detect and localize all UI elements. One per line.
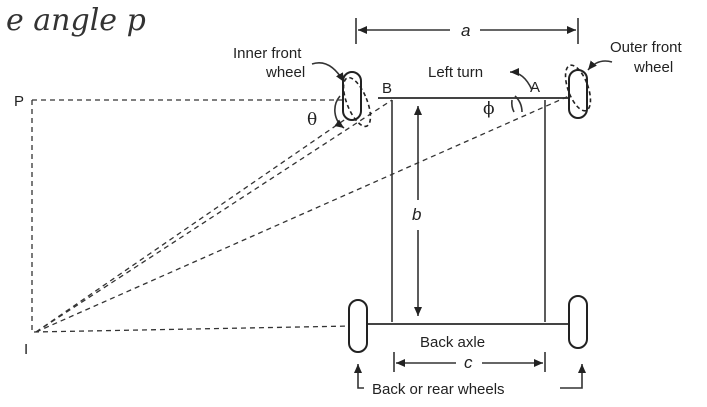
inner-front-wheel-label-line1: Inner front (233, 45, 302, 62)
dimension-b: b (412, 106, 422, 316)
handwritten-heading: e angle p (6, 3, 146, 38)
rear-wheels-bracket-left (354, 364, 364, 389)
left-turn-arrow (509, 68, 533, 91)
inner-front-wheel (342, 71, 372, 128)
point-a-label: A (530, 79, 540, 96)
outer-front-wheel-label-line1: Outer front (610, 39, 683, 56)
ray-i-to-inner-wheel (35, 115, 351, 333)
i-back-axle-dashed (33, 325, 353, 333)
point-i-label: I (24, 341, 28, 358)
outer-front-wheel (564, 64, 592, 119)
left-turn-label: Left turn (428, 64, 483, 81)
rear-right-wheel (568, 295, 588, 349)
point-p-label: P (14, 93, 24, 110)
inner-front-wheel-label-line2: wheel (265, 64, 305, 81)
dimension-c: c (393, 352, 546, 372)
outer-front-wheel-label-line2: wheel (633, 59, 673, 76)
rear-left-wheel (348, 299, 368, 353)
angle-theta: θ (307, 95, 345, 130)
inner-front-wheel-pointer (311, 62, 345, 83)
dimension-c-label: c (464, 353, 473, 372)
dimension-a: a (355, 18, 579, 44)
ray-i-to-b (35, 99, 393, 333)
dimension-a-label: a (461, 21, 470, 40)
dimension-b-label: b (412, 205, 421, 224)
outer-front-wheel-pointer (587, 60, 613, 71)
rear-wheels-label: Back or rear wheels (372, 381, 505, 398)
angle-phi-label: ϕ (483, 99, 495, 119)
back-axle-label: Back axle (420, 334, 485, 351)
point-b-label: B (382, 80, 392, 97)
angle-theta-label: θ (307, 110, 317, 130)
angle-phi: ϕ (483, 95, 523, 119)
rear-wheels-bracket-right (560, 364, 586, 389)
